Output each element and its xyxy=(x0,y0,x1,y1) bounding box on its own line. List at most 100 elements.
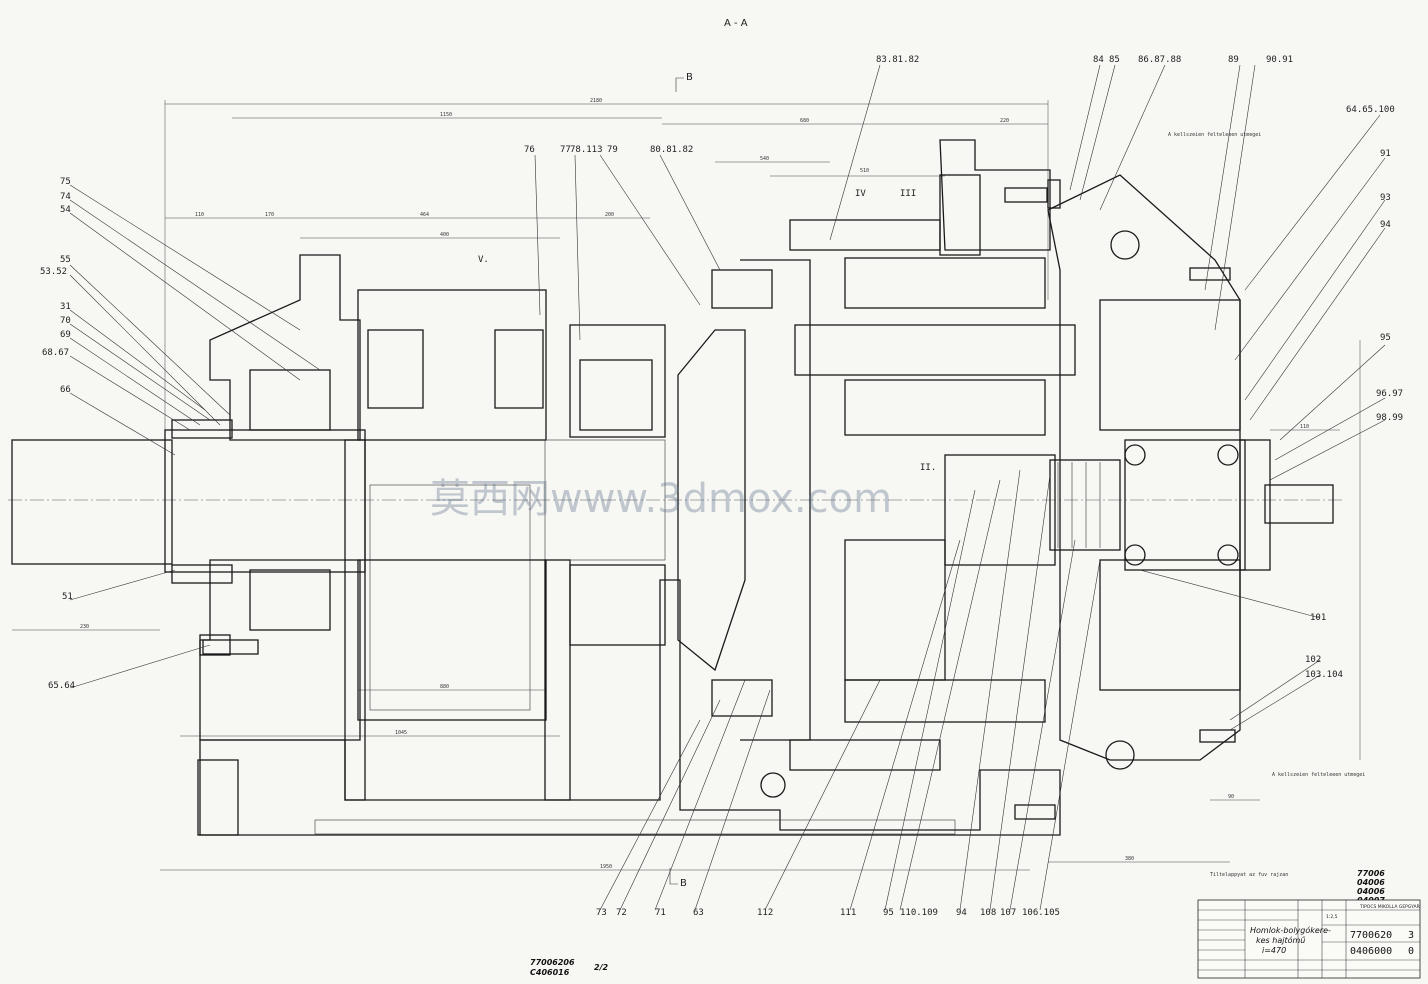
svg-text:230: 230 xyxy=(80,624,89,630)
drawing-number: 7700620 xyxy=(1350,930,1392,941)
svg-text:540: 540 xyxy=(760,156,769,162)
bolts xyxy=(202,179,1236,820)
part-label: 83.81.82 xyxy=(876,55,919,65)
handwritten-number: 77006206 xyxy=(530,958,575,967)
roman-label-v: V. xyxy=(478,255,489,265)
handwritten-sheet: 2/2 xyxy=(594,963,608,972)
svg-text:1045: 1045 xyxy=(395,730,407,736)
part-label: 53.52 xyxy=(40,267,67,277)
part-label: 103.104 xyxy=(1305,670,1343,680)
drawing-name-line2: kes hajtómű xyxy=(1256,935,1305,945)
part-label: 94 xyxy=(956,908,967,918)
part-label: 79 xyxy=(607,145,618,155)
svg-text:200: 200 xyxy=(605,212,614,218)
roman-label-ii: II. xyxy=(920,463,936,473)
note-top: A kellszeien felteleeen utmegei xyxy=(1168,132,1261,138)
leader-lines xyxy=(69,64,1386,911)
part-label: 112 xyxy=(757,908,773,918)
part-labels-right: 91 93 94 95 96.97 98.99 101 102 103.104 xyxy=(1305,149,1403,680)
svg-text:380: 380 xyxy=(1125,856,1134,862)
part-label: 31 xyxy=(60,302,71,312)
part-label: 96.97 xyxy=(1376,389,1403,399)
part-label: 75 xyxy=(60,177,71,187)
gear-ratio: i=470 xyxy=(1262,946,1286,955)
note-bottom: A kellszeien felteleeen utmegei xyxy=(1272,772,1365,778)
handwritten-number: C406016 xyxy=(530,968,570,977)
part-label: 66 xyxy=(60,385,71,395)
part-label: 77 xyxy=(560,145,571,155)
svg-text:220: 220 xyxy=(1000,118,1009,124)
part-label: 111 xyxy=(840,908,856,918)
part-label: 86.87.88 xyxy=(1138,55,1181,65)
drawing-number-suffix: 3 xyxy=(1408,930,1414,941)
part-label: 73 xyxy=(596,908,607,918)
title-block: Homlok-bolygókere- kes hajtómű i=470 1:2… xyxy=(1197,899,1421,979)
scale: 1:2,5 xyxy=(1326,914,1338,920)
section-arrow-top xyxy=(675,77,684,92)
part-label: 90.91 xyxy=(1266,55,1293,65)
roman-label-iii: III xyxy=(900,189,916,199)
planet-carrier xyxy=(677,219,941,771)
part-label: 95 xyxy=(883,908,894,918)
svg-text:2180: 2180 xyxy=(590,98,602,104)
section-title: A - A xyxy=(724,18,748,29)
svg-text:510: 510 xyxy=(860,168,869,174)
svg-text:880: 880 xyxy=(440,684,449,690)
part-label: 74 xyxy=(60,192,71,202)
svg-text:400: 400 xyxy=(440,232,449,238)
part-label: 93 xyxy=(1380,193,1391,203)
part-label: 78.113 xyxy=(570,145,603,155)
part-label: 110.109 xyxy=(900,908,938,918)
second-number-suffix: 0 xyxy=(1408,946,1414,957)
part-label: 91 xyxy=(1380,149,1391,159)
part-label: 54 xyxy=(60,205,71,215)
part-label: 63 xyxy=(693,908,704,918)
section-mark-top: B xyxy=(686,72,693,83)
part-label: 106.105 xyxy=(1022,908,1060,918)
part-label: 72 xyxy=(616,908,627,918)
part-label: 98.99 xyxy=(1376,413,1403,423)
part-label: 80.81.82 xyxy=(650,145,693,155)
svg-text:110: 110 xyxy=(195,212,204,218)
part-labels-left: 75 74 54 55 53.52 31 70 69 68.67 66 51 6… xyxy=(40,177,75,691)
part-label: 76 xyxy=(524,145,535,155)
section-mark-bottom: B xyxy=(680,878,687,889)
roman-label-iv: IV xyxy=(855,189,866,199)
output-section xyxy=(760,174,1334,798)
drawing-name-line1: Homlok-bolygókere- xyxy=(1250,925,1331,935)
svg-text:1150: 1150 xyxy=(440,112,452,118)
section-arrow-bottom xyxy=(669,868,678,885)
left-bearing-housing xyxy=(171,254,361,741)
part-label: 94 xyxy=(1380,220,1391,230)
part-label: 85 xyxy=(1109,55,1120,65)
svg-text:464: 464 xyxy=(420,212,429,218)
part-labels-bottom: 73 72 71 63 112 111 95 110.109 94 108 10… xyxy=(596,908,1060,918)
part-label: 70 xyxy=(60,316,71,326)
notes: A kellszeien felteleeen utmegei A kellsz… xyxy=(1168,132,1365,878)
part-label: 84 xyxy=(1093,55,1104,65)
svg-text:90: 90 xyxy=(1228,794,1234,800)
main-housing xyxy=(197,439,1061,836)
part-labels-top: 76 77 78.113 79 80.81.82 83.81.82 84 85 … xyxy=(524,55,1395,155)
part-label: 102 xyxy=(1305,655,1321,665)
watermark: 莫西网www.3dmox.com xyxy=(430,476,892,522)
dimension-values: 2180 1150 680 220 110 170 464 200 400 54… xyxy=(80,98,1309,870)
company-name: TIPOCS MIKOLLA GEPGYAR xyxy=(1359,904,1420,910)
handwritten-number: 04006 xyxy=(1357,878,1385,887)
part-label: 64.65.100 xyxy=(1346,105,1395,115)
part-label: 65.64 xyxy=(48,681,75,691)
handwritten-number: 04006 xyxy=(1357,887,1385,896)
svg-text:170: 170 xyxy=(265,212,274,218)
svg-text:680: 680 xyxy=(800,118,809,124)
part-label: 108 xyxy=(980,908,996,918)
part-label: 89 xyxy=(1228,55,1239,65)
handwritten-number: 77006 xyxy=(1357,869,1385,878)
part-label: 107 xyxy=(1000,908,1016,918)
second-number: 0406000 xyxy=(1350,946,1392,957)
part-label: 68.67 xyxy=(42,348,69,358)
planet-gears xyxy=(794,139,1076,723)
svg-text:110: 110 xyxy=(1300,424,1309,430)
roman-labels: V. IV III II. xyxy=(478,189,936,473)
part-label: 51 xyxy=(62,592,73,602)
